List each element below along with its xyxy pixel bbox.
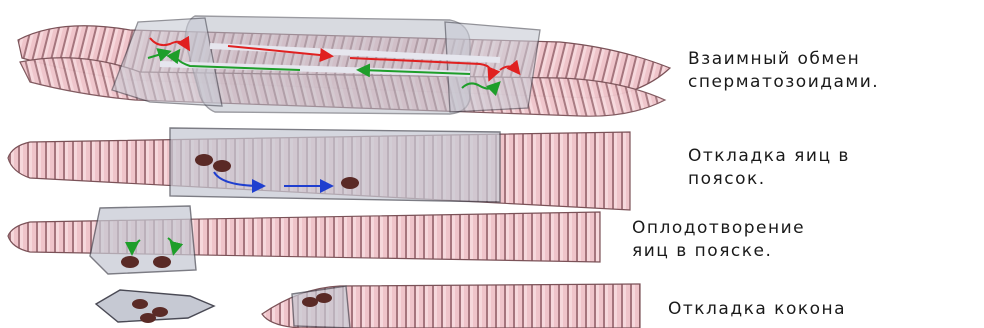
egg	[121, 256, 139, 268]
caption-line: Откладка кокона	[668, 298, 846, 321]
caption-line: Оплодотворение	[632, 217, 805, 240]
egg	[140, 313, 156, 323]
caption-line: яиц в пояске.	[632, 240, 805, 263]
egg	[213, 160, 231, 172]
stage1-mating-worms	[18, 16, 670, 116]
caption-egg-laying: Откладка яиц в поясок.	[688, 145, 850, 191]
clitellum-sheath	[90, 206, 196, 274]
caption-fertilization: Оплодотворение яиц в пояске.	[632, 217, 805, 263]
egg	[316, 293, 332, 303]
egg	[132, 299, 148, 309]
caption-sperm-exchange: Взаимный обмен сперматозоидами.	[688, 48, 879, 94]
caption-line: поясок.	[688, 168, 850, 191]
caption-line: Взаимный обмен	[688, 48, 879, 71]
egg	[341, 177, 359, 189]
stage4-cocoon	[96, 284, 640, 328]
caption-line: Откладка яиц в	[688, 145, 850, 168]
egg	[153, 256, 171, 268]
egg	[302, 297, 318, 307]
sheath-right	[445, 22, 540, 112]
stage3-fertilization-worm	[8, 206, 600, 274]
clitellum-sheath	[292, 286, 350, 328]
egg	[195, 154, 213, 166]
stage2-egg-laying-worm	[8, 128, 630, 210]
caption-line: сперматозоидами.	[688, 71, 879, 94]
caption-cocoon-laying: Откладка кокона	[668, 298, 846, 321]
